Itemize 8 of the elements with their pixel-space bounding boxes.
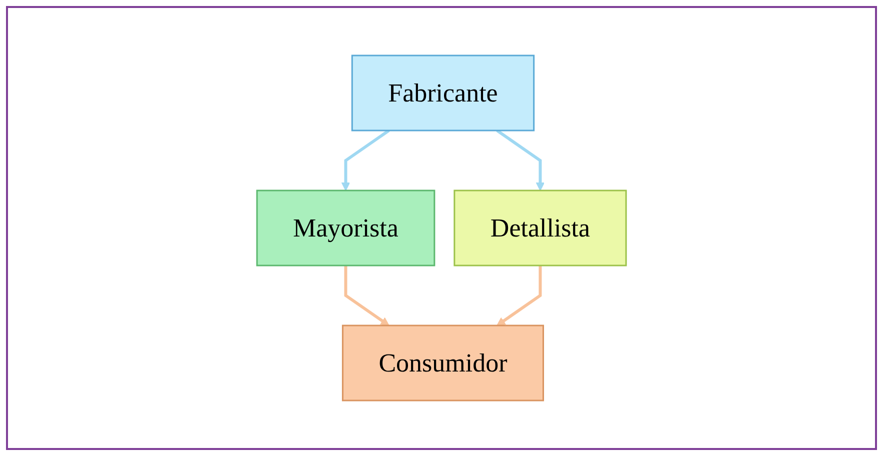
node-box: Fabricante [351,54,535,132]
arrow [341,129,390,191]
arrow [496,129,545,191]
node-box: Consumidor [342,324,544,402]
arrow [496,266,542,326]
node-box: Detallista [454,190,627,266]
node-box: Mayorista [256,190,436,266]
arrow [344,266,390,326]
